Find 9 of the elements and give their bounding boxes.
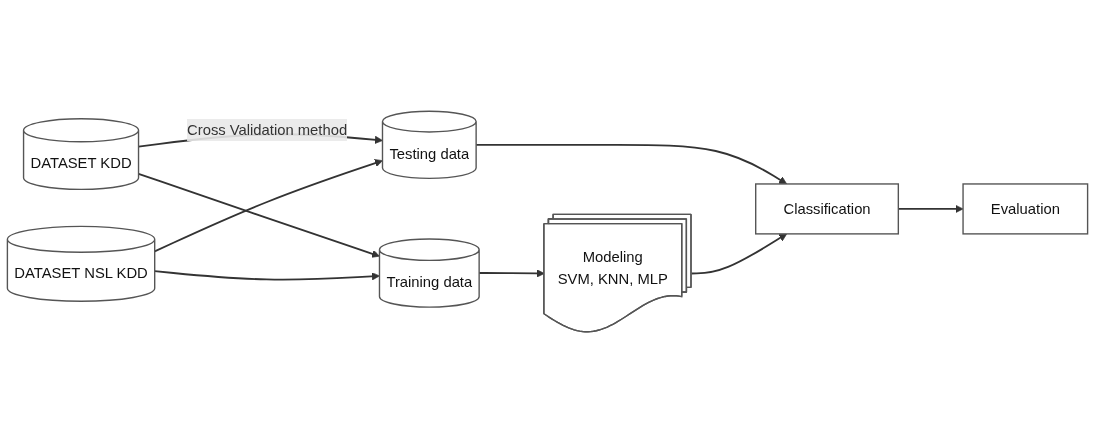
node-box: Evaluation (962, 183, 1089, 235)
arrow (690, 233, 788, 275)
edge-label: Cross Validation method (187, 121, 348, 138)
node-box: Classification (755, 183, 900, 235)
arrow (153, 159, 383, 253)
arrow (475, 143, 788, 185)
arrow (153, 270, 380, 281)
arrow (478, 269, 545, 278)
arrow (137, 172, 380, 258)
